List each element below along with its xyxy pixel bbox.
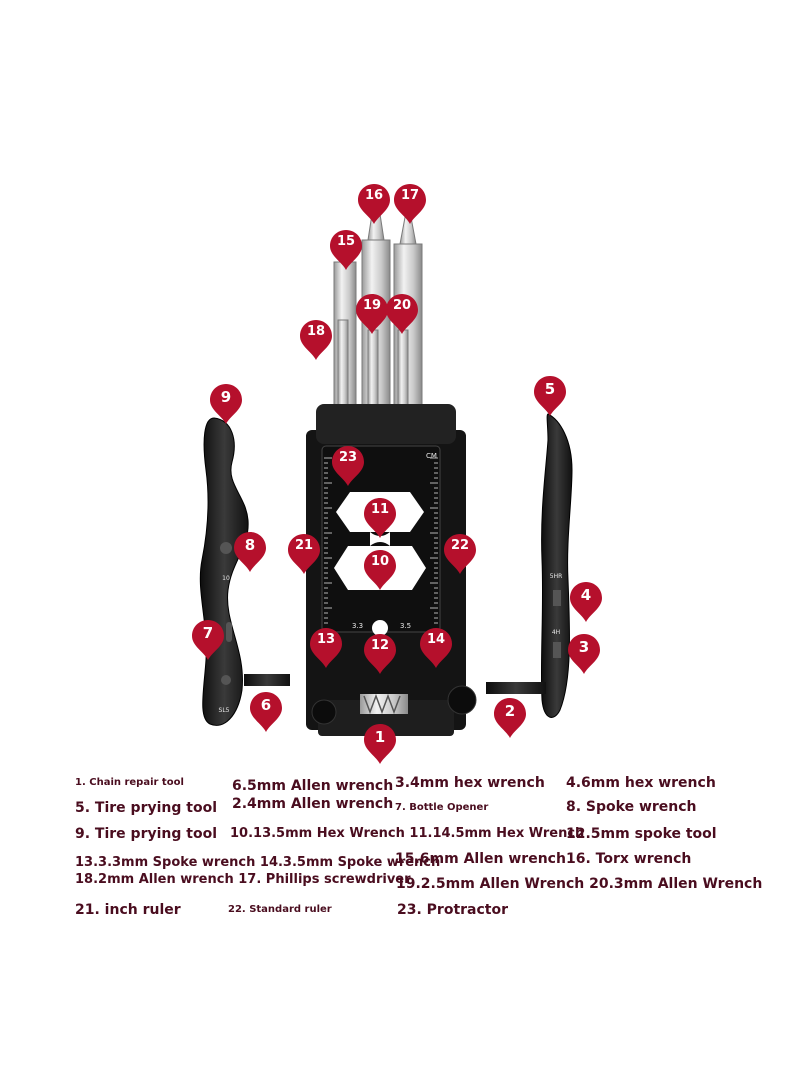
ruler-plate: CM 3.3 3.5 xyxy=(321,445,441,636)
pin-20: 20 xyxy=(384,292,420,336)
pin-21: 21 xyxy=(286,532,322,576)
pin-7: 7 xyxy=(190,618,226,662)
pin-9: 9 xyxy=(208,382,244,426)
pin-4: 4 xyxy=(568,580,604,624)
allen-bit-2mm xyxy=(337,319,349,409)
legend-item: 4.6mm hex wrench xyxy=(566,775,716,791)
allen-key-4mm xyxy=(486,682,546,694)
marking-sl5: SL5 xyxy=(219,707,230,714)
hex-3mm-socket xyxy=(553,590,561,606)
marking-10: 10 xyxy=(222,575,230,582)
legend-item: 2.4mm Allen wrench xyxy=(232,796,394,812)
legend-item: 8. Spoke wrench xyxy=(566,799,697,815)
legend-item: 13.3.3mm Spoke wrench 14.3.5mm Spoke wre… xyxy=(75,855,441,870)
pin-6: 6 xyxy=(248,690,284,734)
legend-item: 10.13.5mm Hex Wrench 11.14.5mm Hex Wrenc… xyxy=(230,826,585,841)
pin-12: 12 xyxy=(362,632,398,676)
right-tire-lever xyxy=(540,413,573,718)
legend-item: 3.4mm hex wrench xyxy=(395,775,545,791)
legend-item: 22. Standard ruler xyxy=(228,904,332,915)
pin-16: 16 xyxy=(356,182,392,226)
legend-item: 1. Chain repair tool xyxy=(75,777,184,788)
pin-2: 2 xyxy=(492,696,528,740)
pin-3: 3 xyxy=(566,632,602,676)
marking-4h: 4H xyxy=(552,629,560,636)
pin-17: 17 xyxy=(392,182,428,226)
legend-item: 23. Protractor xyxy=(397,902,509,918)
legend-item: 7. Bottle Opener xyxy=(395,802,489,813)
pin-15: 15 xyxy=(328,228,364,272)
legend-item: 9. Tire prying tool xyxy=(75,826,217,842)
allen-bit-3mm xyxy=(397,329,409,409)
pin-10: 10 xyxy=(362,548,398,592)
allen-key-5mm xyxy=(244,674,290,686)
spoke-wrench-notch xyxy=(220,542,232,554)
pin-14: 14 xyxy=(418,626,454,670)
pin-19: 19 xyxy=(354,292,390,336)
pin-23: 23 xyxy=(330,444,366,488)
bottle-opener-slot xyxy=(226,622,232,642)
pin-1: 1 xyxy=(362,722,398,766)
pin-11: 11 xyxy=(362,496,398,540)
pin-18: 18 xyxy=(298,318,334,362)
hex-4mm-socket xyxy=(553,642,561,658)
legend-item: 15.6mm Allen wrench xyxy=(395,851,566,867)
pin-5: 5 xyxy=(532,374,568,418)
legend-item: 19.2.5mm Allen Wrench 20.3mm Allen Wrenc… xyxy=(396,876,763,892)
legend-item: 21. inch ruler xyxy=(75,902,181,918)
legend-item: 18.2mm Allen wrench 17. Phillips screwdr… xyxy=(75,872,411,887)
pin-8: 8 xyxy=(232,530,268,574)
marking-3-3: 3.3 xyxy=(352,622,363,630)
pin-22: 22 xyxy=(442,532,478,576)
spoke-tool-5mm xyxy=(372,620,388,636)
lever-hole xyxy=(221,675,231,685)
marking-cm: CM xyxy=(426,452,437,460)
marking-3-5: 3.5 xyxy=(400,622,411,630)
legend-item: 16. Torx wrench xyxy=(566,851,692,867)
legend-item: 6.5mm Allen wrench xyxy=(232,778,394,794)
marking-5hr: 5HR xyxy=(550,573,563,580)
legend-item: 5. Tire prying tool xyxy=(75,800,217,816)
pin-13: 13 xyxy=(308,626,344,670)
legend-item: 12.5mm spoke tool xyxy=(566,826,717,842)
allen-bit-2-5mm xyxy=(367,329,379,409)
